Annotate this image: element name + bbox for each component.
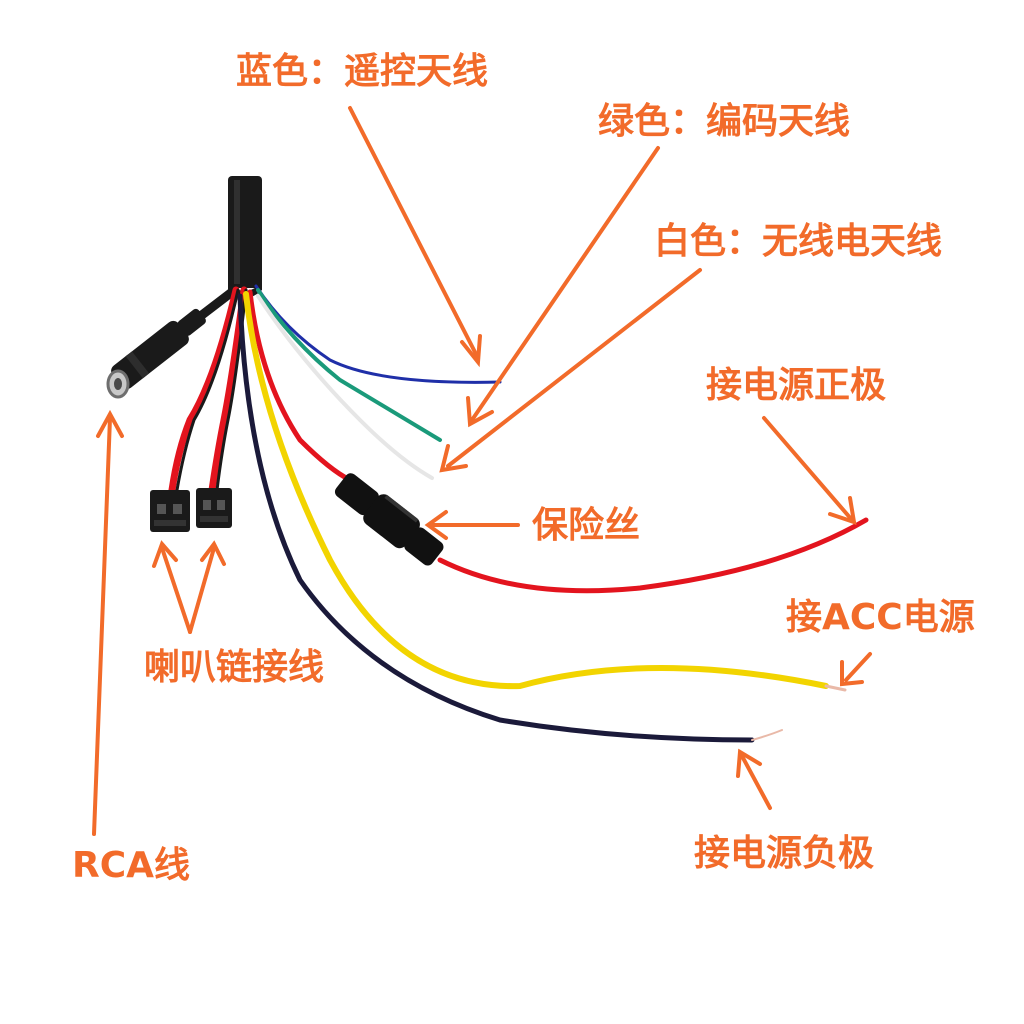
arrow-icon (188, 540, 226, 634)
arrow-icon (762, 416, 857, 525)
label-speaker-wire: 喇叭链接线 (144, 647, 325, 688)
arrow-icon (424, 510, 520, 540)
yellow-acc-wire-tip (824, 684, 847, 692)
arrow-icon (92, 409, 124, 836)
green-wire (256, 288, 442, 442)
blue-wire (254, 284, 502, 384)
black-ground-wire (237, 293, 755, 743)
arrow-icon (466, 146, 660, 428)
red-power-wire-tail (437, 517, 869, 594)
speaker-connector-left (150, 490, 190, 532)
label-acc-power: 接ACC电源 (786, 597, 975, 638)
label-power-positive: 接电源正极 (706, 365, 887, 406)
rca-jack (106, 287, 237, 399)
arrow-icon (348, 106, 482, 368)
yellow-acc-wire (243, 291, 829, 690)
label-rca: RCA线 (72, 845, 191, 886)
red-power-wire (247, 289, 353, 483)
arrow-icon (840, 652, 872, 687)
white-wire (256, 294, 434, 480)
fuse-holder-icon (334, 473, 444, 566)
black-ground-wire-tip (751, 729, 783, 741)
label-power-negative: 接电源负极 (694, 833, 875, 874)
arrow-icon (152, 540, 192, 634)
arrow-icon (439, 268, 702, 473)
label-blue-wire: 蓝色：遥控天线 (236, 51, 489, 92)
label-green-wire: 绿色：编码天线 (598, 101, 851, 142)
speaker-wires (168, 286, 248, 494)
label-fuse: 保险丝 (532, 505, 641, 546)
main-cable (228, 176, 262, 298)
speaker-connector-right (196, 488, 232, 528)
label-white-wire: 白色：无线电天线 (654, 221, 943, 262)
arrow-icon (736, 748, 772, 810)
audio-jack-icon (106, 369, 130, 399)
